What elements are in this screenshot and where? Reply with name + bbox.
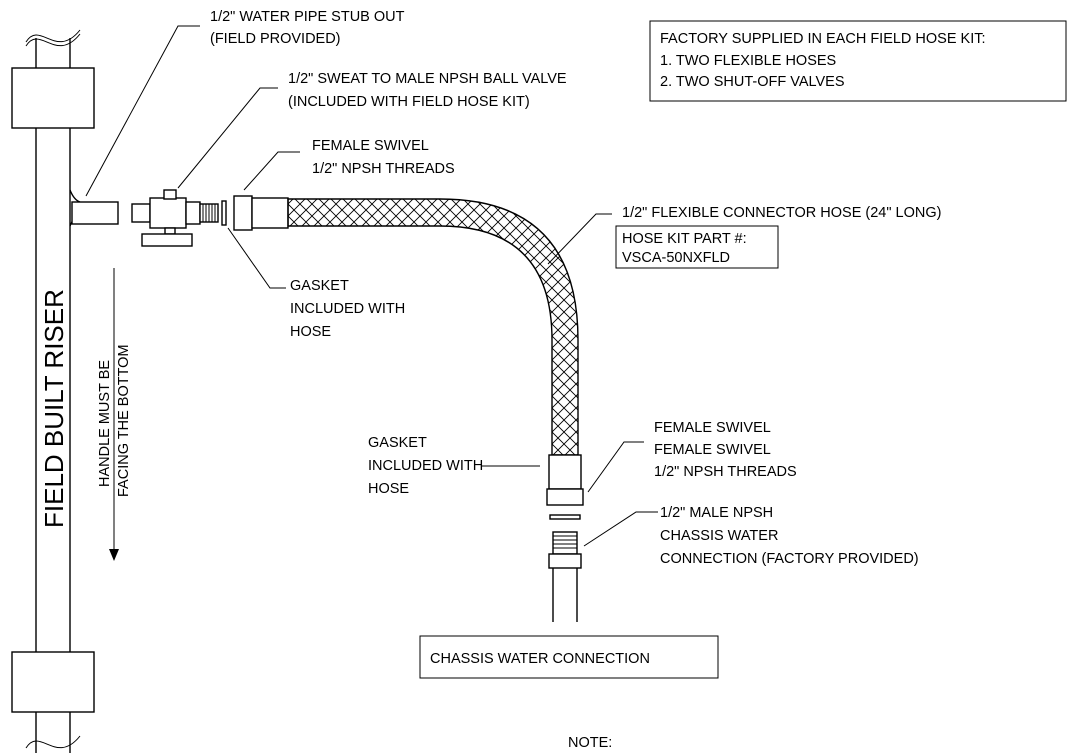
gasket-top-label-line1: GASKET <box>290 278 349 294</box>
valve-leader <box>177 87 278 189</box>
gasket-bottom-label-line2: INCLUDED WITH <box>368 458 483 474</box>
male-leader <box>583 511 658 547</box>
stub-leader <box>85 25 200 197</box>
gasket-top-leader <box>227 227 286 289</box>
male-chassis-connection <box>548 531 582 622</box>
swivel-top-leader <box>243 151 300 191</box>
hose-label: 1/2" FLEXIBLE CONNECTOR HOSE (24" LONG) <box>622 205 941 221</box>
stub-label-line2: (FIELD PROVIDED) <box>210 31 341 47</box>
riser-coupling-top <box>11 67 95 129</box>
hose-part-line2: VSCA-50NXFLD <box>622 250 730 266</box>
factory-box-item-2: 2. TWO SHUT-OFF VALVES <box>660 74 845 90</box>
stub-label-line1: 1/2" WATER PIPE STUB OUT <box>210 9 405 25</box>
swivel-bottom-label-line1: FEMALE SWIVEL <box>654 420 771 436</box>
gasket-bottom-label-line1: GASKET <box>368 435 427 451</box>
handle-note-line2: FACING THE BOTTOM <box>116 344 132 497</box>
swivel-bottom-label-line3: 1/2" NPSH THREADS <box>654 464 797 480</box>
valve-label-line1: 1/2" SWEAT TO MALE NPSH BALL VALVE <box>288 71 567 87</box>
male-label-line1: 1/2" MALE NPSH <box>660 505 773 521</box>
male-label-line2: CHASSIS WATER <box>660 528 778 544</box>
male-label-line3: CONNECTION (FACTORY PROVIDED) <box>660 551 919 567</box>
swivel-bottom-label-line2: FEMALE SWIVEL <box>654 442 771 458</box>
hose-part-line1: HOSE KIT PART #: <box>622 231 747 247</box>
hose-leader <box>547 213 612 265</box>
chassis-water-connection-box <box>419 635 719 679</box>
bottom-female-swivel <box>546 454 584 506</box>
riser-label: FIELD BUILT RISER <box>39 289 69 528</box>
field-riser <box>11 29 95 753</box>
water-pipe-stub <box>71 201 119 225</box>
note-label: NOTE: <box>568 735 612 751</box>
gasket-bottom-label-line3: HOSE <box>368 481 409 497</box>
top-gasket <box>221 200 227 226</box>
bottom-gasket <box>549 514 581 520</box>
valve-handle <box>141 233 193 247</box>
swivel-bottom-leader <box>587 441 644 493</box>
chassis-water-connection-label: CHASSIS WATER CONNECTION <box>430 651 650 667</box>
gasket-top-label-line2: INCLUDED WITH <box>290 301 405 317</box>
ball-valve <box>131 189 219 247</box>
gasket-top-label-line3: HOSE <box>290 324 331 340</box>
swivel-top-label-line2: 1/2" NPSH THREADS <box>312 161 455 177</box>
hose-part-box <box>615 225 779 269</box>
riser-coupling-bottom <box>11 651 95 713</box>
swivel-top-label-line1: FEMALE SWIVEL <box>312 138 429 154</box>
valve-label-line2: (INCLUDED WITH FIELD HOSE KIT) <box>288 94 530 110</box>
handle-note-line1: HANDLE MUST BE <box>97 360 113 487</box>
flexible-hose <box>287 198 579 456</box>
factory-box-title: FACTORY SUPPLIED IN EACH FIELD HOSE KIT: <box>660 31 986 47</box>
top-female-swivel <box>233 195 289 231</box>
factory-box-item-1: 1. TWO FLEXIBLE HOSES <box>660 53 836 69</box>
factory-supplied-box <box>649 20 1067 102</box>
